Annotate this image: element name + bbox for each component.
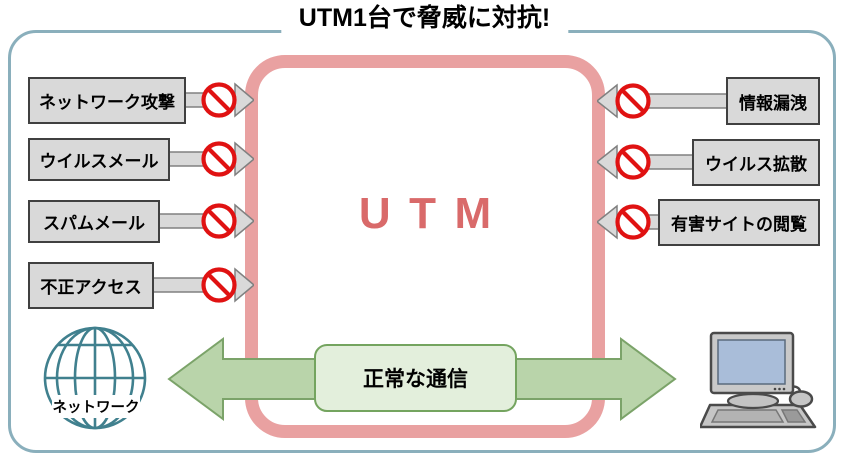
threat-box-virus-spread: ウイルス拡散 xyxy=(692,139,820,186)
normal-traffic-label: 正常な通信 xyxy=(314,344,517,412)
desktop-computer-icon xyxy=(700,331,817,429)
threat-box-unauthorized-access: 不正アクセス xyxy=(28,262,154,309)
blocked-arrow-left-icon xyxy=(597,144,696,180)
prohibition-icon xyxy=(615,204,651,240)
blocked-arrow-right-icon xyxy=(156,203,254,239)
blocked-arrow-right-icon xyxy=(166,141,254,177)
threat-box-spam-mail: スパムメール xyxy=(28,200,160,243)
threat-box-information-leak: 情報漏洩 xyxy=(726,77,820,125)
prohibition-icon xyxy=(615,83,651,119)
blocked-arrow-right-icon xyxy=(150,267,254,303)
prohibition-icon xyxy=(201,141,237,177)
blocked-arrow-left-icon xyxy=(597,83,730,119)
prohibition-icon xyxy=(201,82,237,118)
blocked-arrow-right-icon xyxy=(182,82,254,118)
threat-box-network-attack: ネットワーク攻撃 xyxy=(28,77,186,124)
prohibition-icon xyxy=(201,203,237,239)
utm-label: UTM xyxy=(358,189,510,238)
prohibition-icon xyxy=(201,267,237,303)
blocked-arrow-left-icon xyxy=(597,204,662,240)
prohibition-icon xyxy=(615,144,651,180)
network-label: ネットワーク xyxy=(52,395,140,418)
diagram-title: UTM1台で脅威に対抗! xyxy=(280,1,569,35)
threat-box-harmful-sites: 有害サイトの閲覧 xyxy=(658,199,820,246)
threat-box-virus-mail: ウイルスメール xyxy=(28,138,170,181)
